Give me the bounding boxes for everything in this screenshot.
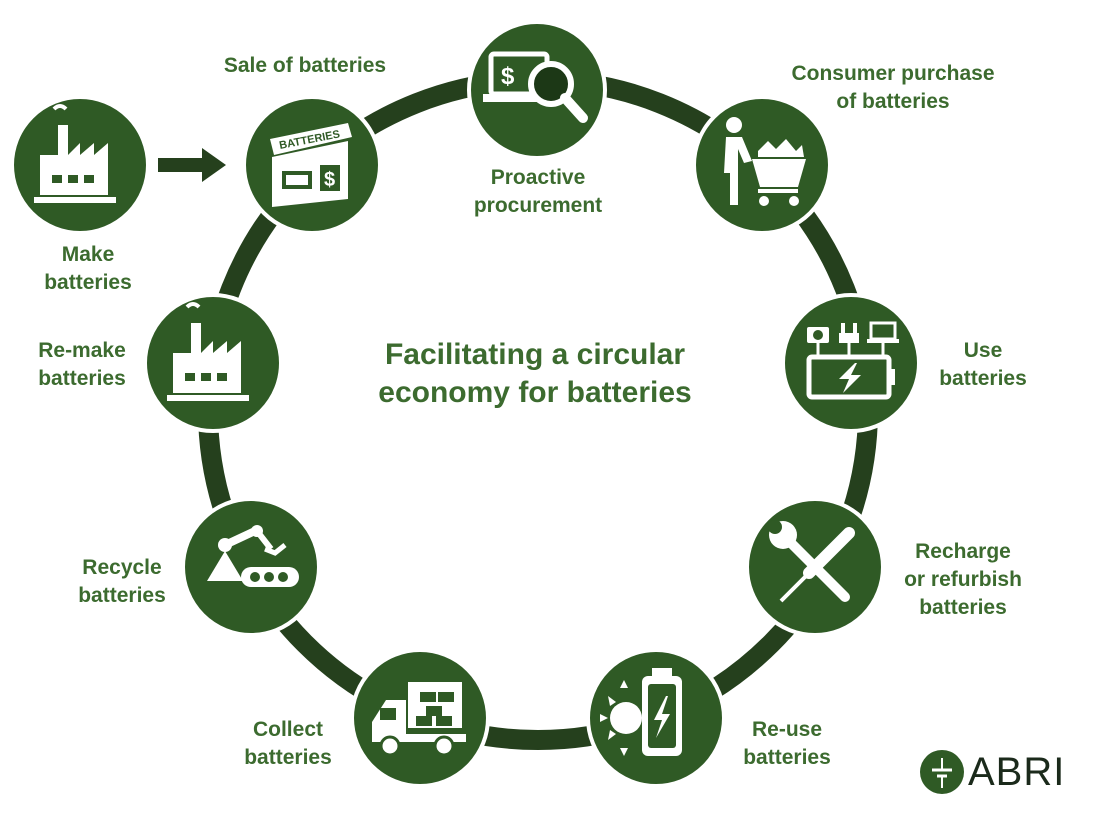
label-consumer-line-2: of batteries — [836, 90, 950, 113]
node-procurement: $ — [467, 20, 607, 160]
solar-battery-icon — [600, 668, 682, 756]
devices-battery-icon — [806, 321, 899, 400]
delivery-truck-icon — [372, 682, 466, 757]
laptop-magnifier-icon: $ — [483, 51, 588, 123]
node-make — [10, 95, 150, 235]
make-to-sale-arrow — [158, 148, 226, 182]
label-make-line-2: batteries — [44, 271, 132, 294]
label-use-line-2: batteries — [939, 367, 1027, 390]
label-use: Use batteries — [928, 337, 1038, 393]
diagram-title: Facilitating a circular economy for batt… — [330, 336, 740, 412]
wrench-screwdriver-icon — [768, 520, 855, 603]
label-make-line-1: Make — [61, 243, 115, 266]
title-line-2: economy for batteries — [378, 376, 692, 409]
robot-arm-conveyor-icon — [207, 525, 299, 587]
label-recharge-line-1: Recharge — [915, 540, 1011, 563]
label-collect-line-1: Collect — [252, 718, 323, 741]
node-consumer — [692, 95, 832, 235]
label-reuse: Re-use batteries — [730, 716, 844, 772]
factory-icon — [34, 104, 116, 203]
label-make: Make batteries — [18, 241, 158, 297]
label-remake: Re-make batteries — [22, 337, 142, 393]
battery-symbol-logo-icon — [920, 750, 964, 794]
label-consumer: Consumer purchase of batteries — [768, 60, 1018, 116]
node-sale: BATTERIES $ — [242, 95, 382, 235]
label-use-line-1: Use — [963, 339, 1003, 362]
label-collect-line-2: batteries — [244, 746, 332, 769]
label-reuse-line-1: Re-use — [751, 718, 823, 741]
node-collect — [350, 648, 490, 788]
label-recycle-line-1: Recycle — [82, 556, 162, 579]
label-recharge-line-3: batteries — [919, 596, 1007, 619]
shopping-cart-icon — [724, 117, 806, 206]
label-procurement: Proactive procurement — [450, 164, 626, 220]
title-line-1: Facilitating a circular — [384, 338, 686, 371]
node-reuse — [586, 648, 726, 788]
label-recharge-line-2: or refurbish — [904, 568, 1022, 591]
node-recharge — [745, 497, 885, 637]
svg-text:$: $ — [324, 169, 335, 191]
label-reuse-line-2: batteries — [743, 746, 831, 769]
node-remake — [143, 293, 283, 433]
label-remake-line-2: batteries — [38, 367, 126, 390]
factory-icon — [167, 302, 249, 401]
label-remake-line-1: Re-make — [38, 339, 126, 362]
label-sale-line-1: Sale of batteries — [223, 54, 387, 77]
label-consumer-line-1: Consumer purchase — [791, 62, 995, 85]
node-use — [781, 293, 921, 433]
label-procurement-line-2: procurement — [473, 194, 603, 217]
label-recycle-line-2: batteries — [78, 584, 166, 607]
label-recycle: Recycle batteries — [66, 554, 178, 610]
abri-logo-text: ABRI — [968, 750, 1066, 794]
svg-text:$: $ — [501, 63, 515, 90]
label-sale: Sale of batteries — [200, 52, 410, 80]
label-collect: Collect batteries — [232, 716, 344, 772]
battery-store-icon: BATTERIES $ — [270, 123, 352, 207]
label-recharge: Recharge or refurbish batteries — [896, 538, 1030, 622]
label-procurement-line-1: Proactive — [490, 166, 586, 189]
node-recycle — [181, 497, 321, 637]
